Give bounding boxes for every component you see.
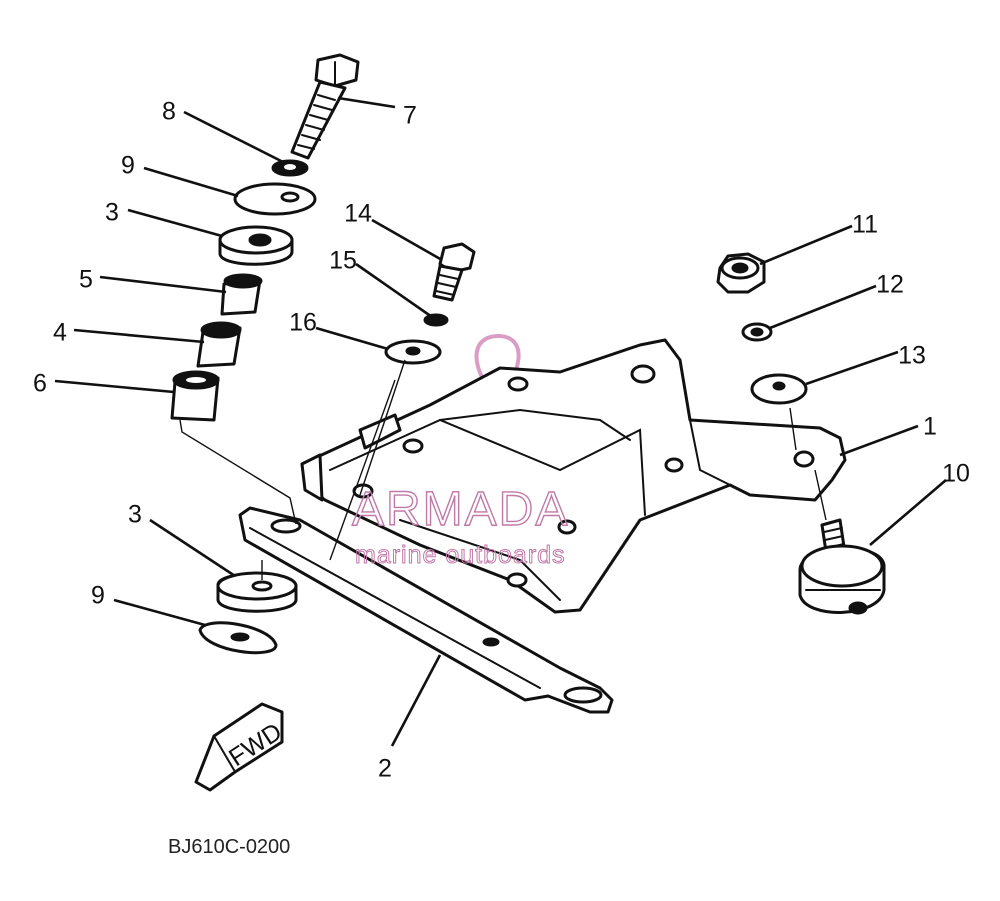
leader-lines <box>54 96 947 747</box>
callout-12: 12 <box>876 271 904 299</box>
part-10-rubber-mount <box>798 518 886 615</box>
part-9-washer-bottom <box>198 621 278 655</box>
part-16-washer <box>384 339 442 365</box>
callout-4: 4 <box>53 319 67 347</box>
callout-5: 5 <box>79 266 93 294</box>
part-9-washer-top <box>233 182 317 216</box>
callout-16: 16 <box>289 309 317 337</box>
callout-9b: 9 <box>91 582 105 610</box>
watermark-brand: ARMADA <box>352 483 569 536</box>
part-13-washer <box>750 373 808 405</box>
callout-3b: 3 <box>128 501 142 529</box>
callout-7: 7 <box>403 102 417 130</box>
callout-14: 14 <box>344 200 372 228</box>
callout-8: 8 <box>162 98 176 126</box>
callout-10: 10 <box>942 460 970 488</box>
callout-3a: 3 <box>105 199 119 227</box>
part-14-bolt <box>432 242 476 302</box>
watermark-tagline: marine outboards <box>355 541 566 569</box>
part-4-collar <box>196 321 242 368</box>
assembly-lines <box>179 359 827 580</box>
part-code: BJ610C-0200 <box>168 836 290 858</box>
part-8-lock-washer <box>271 159 309 177</box>
part-12-lock-washer <box>741 322 773 342</box>
callout-1: 1 <box>923 413 937 441</box>
callout-9a: 9 <box>121 152 135 180</box>
part-5-collar <box>220 273 263 316</box>
part-6-bushing <box>170 370 220 422</box>
part-15-lock-washer <box>423 313 449 327</box>
callout-11: 11 <box>852 211 878 239</box>
part-2-rail <box>238 506 614 714</box>
part-11-nut <box>716 252 766 294</box>
part-7-bolt <box>290 53 360 160</box>
callout-6: 6 <box>33 370 47 398</box>
part-3-damper-bottom <box>216 571 298 613</box>
callout-2: 2 <box>378 755 392 783</box>
callout-15: 15 <box>329 247 357 275</box>
fwd-arrow-icon: FWD <box>194 702 287 792</box>
part-3-damper-top <box>218 225 294 266</box>
part-1-bracket <box>300 338 847 614</box>
callout-13: 13 <box>898 342 926 370</box>
